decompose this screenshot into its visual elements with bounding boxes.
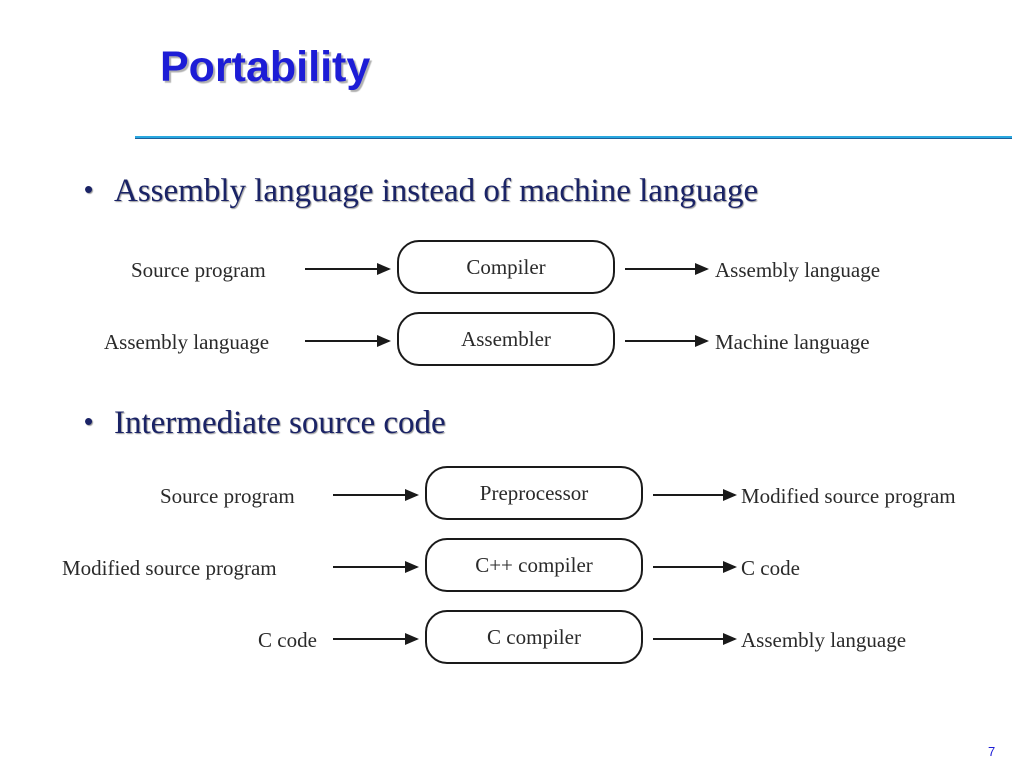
flow-output-label: Modified source program bbox=[741, 484, 956, 508]
flow-input-label: Modified source program bbox=[62, 556, 277, 580]
flow-row-compiler: Source program Compiler Assembly languag… bbox=[0, 240, 1024, 298]
arrow-right-icon bbox=[333, 633, 419, 645]
arrow-right-icon bbox=[653, 561, 737, 573]
flow-stage-box: C++ compiler bbox=[425, 538, 643, 592]
page-number: 7 bbox=[988, 744, 996, 759]
flow-row-cpp-compiler: Modified source program C++ compiler C c… bbox=[0, 538, 1024, 596]
bullet-dot: • bbox=[84, 174, 94, 204]
flow-input-label: Source program bbox=[131, 258, 266, 282]
flow-input-label: Source program bbox=[160, 484, 295, 508]
flow-stage-box: Compiler bbox=[397, 240, 615, 294]
arrow-right-icon bbox=[625, 263, 709, 275]
bullet-dot: • bbox=[84, 406, 94, 436]
flow-output-label: C code bbox=[741, 556, 800, 580]
flow-input-label: C code bbox=[258, 628, 317, 652]
arrow-right-icon bbox=[625, 335, 709, 347]
arrow-right-icon bbox=[333, 561, 419, 573]
flow-row-assembler: Assembly language Assembler Machine lang… bbox=[0, 312, 1024, 370]
arrow-right-icon bbox=[305, 263, 391, 275]
bullet-assembly-language: • Assembly language instead of machine la… bbox=[84, 175, 758, 208]
arrow-right-icon bbox=[653, 633, 737, 645]
title-underline bbox=[135, 136, 1012, 139]
flow-output-label: Assembly language bbox=[715, 258, 881, 282]
flow-output-label: Machine language bbox=[715, 330, 870, 354]
arrow-right-icon bbox=[333, 489, 419, 501]
bullet-text: Assembly language instead of machine lan… bbox=[114, 173, 759, 209]
flow-stage-box: Preprocessor bbox=[425, 466, 643, 520]
flow-row-preprocessor: Source program Preprocessor Modified sou… bbox=[0, 466, 1024, 524]
arrow-right-icon bbox=[305, 335, 391, 347]
arrow-right-icon bbox=[653, 489, 737, 501]
flow-stage-box: Assembler bbox=[397, 312, 615, 366]
flow-row-c-compiler: C code C compiler Assembly language bbox=[0, 610, 1024, 668]
flow-output-label: Assembly language bbox=[741, 628, 907, 652]
bullet-intermediate-source-code: • Intermediate source code bbox=[84, 407, 446, 440]
bullet-text: Intermediate source code bbox=[114, 405, 446, 441]
flow-input-label: Assembly language bbox=[104, 330, 270, 354]
flow-stage-box: C compiler bbox=[425, 610, 643, 664]
slide-title: Portability bbox=[160, 43, 371, 91]
